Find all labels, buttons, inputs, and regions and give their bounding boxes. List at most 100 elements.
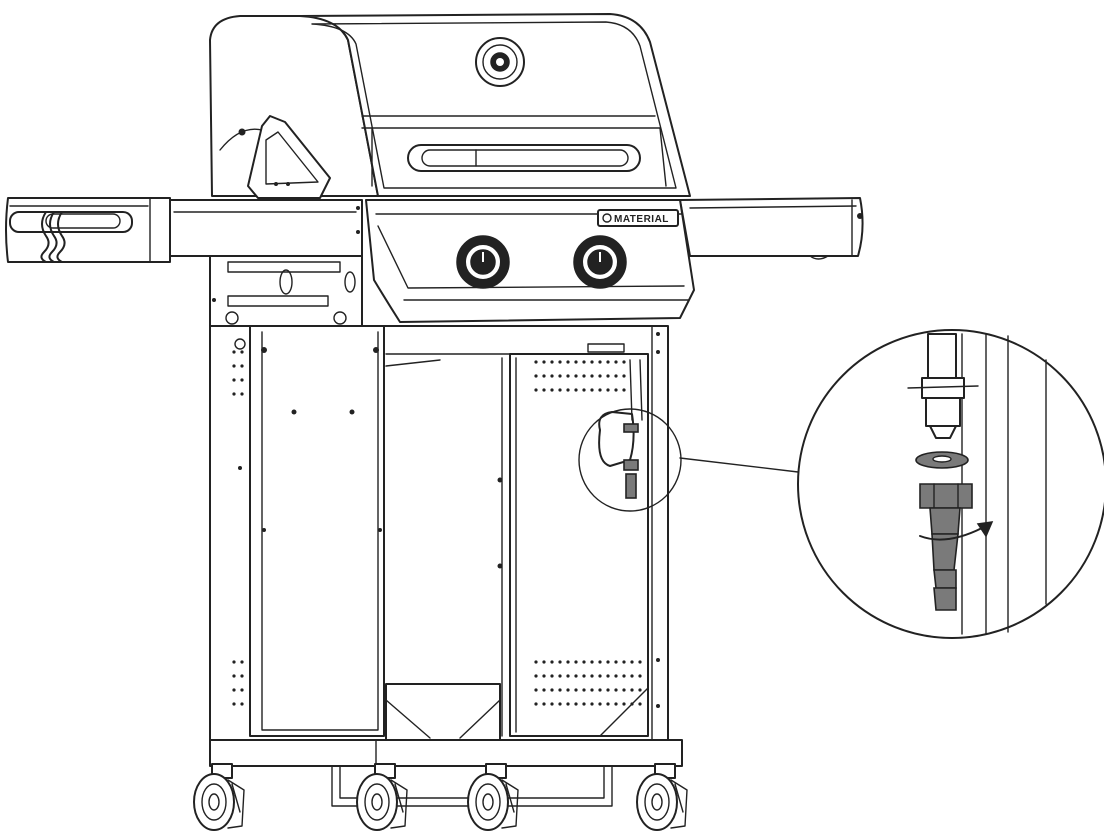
perforation-dot (558, 674, 562, 678)
perforation-dot (232, 378, 236, 382)
perforation-dot (614, 388, 618, 392)
perforation-dot (542, 360, 546, 364)
perforation-dot (622, 688, 626, 692)
perforation-dot (558, 374, 562, 378)
perforation-dot (598, 388, 602, 392)
perforation-dot (630, 674, 634, 678)
perforation-dot (614, 688, 618, 692)
perforation-dot (590, 660, 594, 664)
perforation-dot (598, 688, 602, 692)
perforation-dot (558, 388, 562, 392)
perforation-dot (558, 702, 562, 706)
hose-nozzle-icon (919, 483, 973, 611)
perforation-dot (606, 674, 610, 678)
perforation-dot (232, 350, 236, 354)
perforation-dot (240, 364, 244, 368)
perforation-dot (534, 374, 538, 378)
perforation-dot (638, 688, 642, 692)
perforation-dot (582, 374, 586, 378)
perforation-dot (240, 688, 244, 692)
perforation-dot (240, 378, 244, 382)
perforation-dot (622, 674, 626, 678)
perforation-dot (566, 688, 570, 692)
perforation-dot (240, 350, 244, 354)
perforation-dot (614, 674, 618, 678)
perforation-dot (606, 702, 610, 706)
wheel-icon (356, 763, 408, 831)
perforation-dot (582, 360, 586, 364)
perforation-dot (622, 702, 626, 706)
perforation-dot (232, 702, 236, 706)
perforation-dot (558, 360, 562, 364)
left-side-shelf (5, 197, 363, 263)
perforation-dot (582, 688, 586, 692)
brand-label: MATERIAL (614, 214, 669, 225)
knob-icon[interactable] (456, 235, 510, 289)
perforation-dot (590, 688, 594, 692)
perforation-dot (232, 392, 236, 396)
perforation-dot (550, 660, 554, 664)
perforation-dot (638, 674, 642, 678)
perforation-dot (232, 674, 236, 678)
perforation-dot (550, 374, 554, 378)
wheel-icon (636, 763, 688, 831)
wheel-icon (467, 763, 519, 831)
perforation-dot (534, 388, 538, 392)
perforation-dot (566, 374, 570, 378)
perforation-dot (590, 388, 594, 392)
perforation-dot (590, 674, 594, 678)
perforation-dot (590, 360, 594, 364)
perforation-dot (542, 388, 546, 392)
perforation-dot (622, 388, 626, 392)
perforation-dot (534, 688, 538, 692)
perforation-dot (606, 660, 610, 664)
perforation-dot (582, 674, 586, 678)
perforation-dot (550, 360, 554, 364)
perforation-dot (574, 660, 578, 664)
perforation-dot (614, 660, 618, 664)
perforation-dot (566, 660, 570, 664)
vent-perforations (232, 350, 642, 706)
tool-hooks (40, 211, 66, 263)
perforation-dot (542, 702, 546, 706)
perforation-dot (622, 660, 626, 664)
perforation-dot (622, 360, 626, 364)
gas-connection (578, 359, 682, 512)
perforation-dot (606, 688, 610, 692)
perforation-dot (240, 702, 244, 706)
perforation-dot (534, 674, 538, 678)
perforation-dot (590, 374, 594, 378)
thermometer-icon (475, 37, 525, 87)
perforation-dot (574, 388, 578, 392)
perforation-dot (582, 702, 586, 706)
perforation-dot (566, 388, 570, 392)
perforation-dot (614, 374, 618, 378)
perforation-dot (590, 702, 594, 706)
perforation-dot (566, 360, 570, 364)
knob-icon[interactable] (573, 235, 627, 289)
caster-wheels (193, 763, 688, 831)
perforation-dot (240, 674, 244, 678)
perforation-dot (232, 364, 236, 368)
perforation-dot (232, 688, 236, 692)
detail-callout (797, 329, 1104, 639)
perforation-dot (550, 388, 554, 392)
perforation-dot (582, 660, 586, 664)
perforation-dot (598, 674, 602, 678)
perforation-dot (542, 674, 546, 678)
perforation-dot (574, 374, 578, 378)
perforation-dot (534, 660, 538, 664)
perforation-dot (606, 360, 610, 364)
rotate-arrow-icon (919, 521, 994, 541)
perforation-dot (574, 688, 578, 692)
perforation-dot (558, 660, 562, 664)
perforation-dot (550, 702, 554, 706)
perforation-dot (598, 360, 602, 364)
perforation-dot (542, 374, 546, 378)
perforation-dot (558, 688, 562, 692)
wheel-icon (193, 763, 245, 831)
perforation-dot (606, 388, 610, 392)
perforation-dot (550, 674, 554, 678)
perforation-dot (614, 360, 618, 364)
